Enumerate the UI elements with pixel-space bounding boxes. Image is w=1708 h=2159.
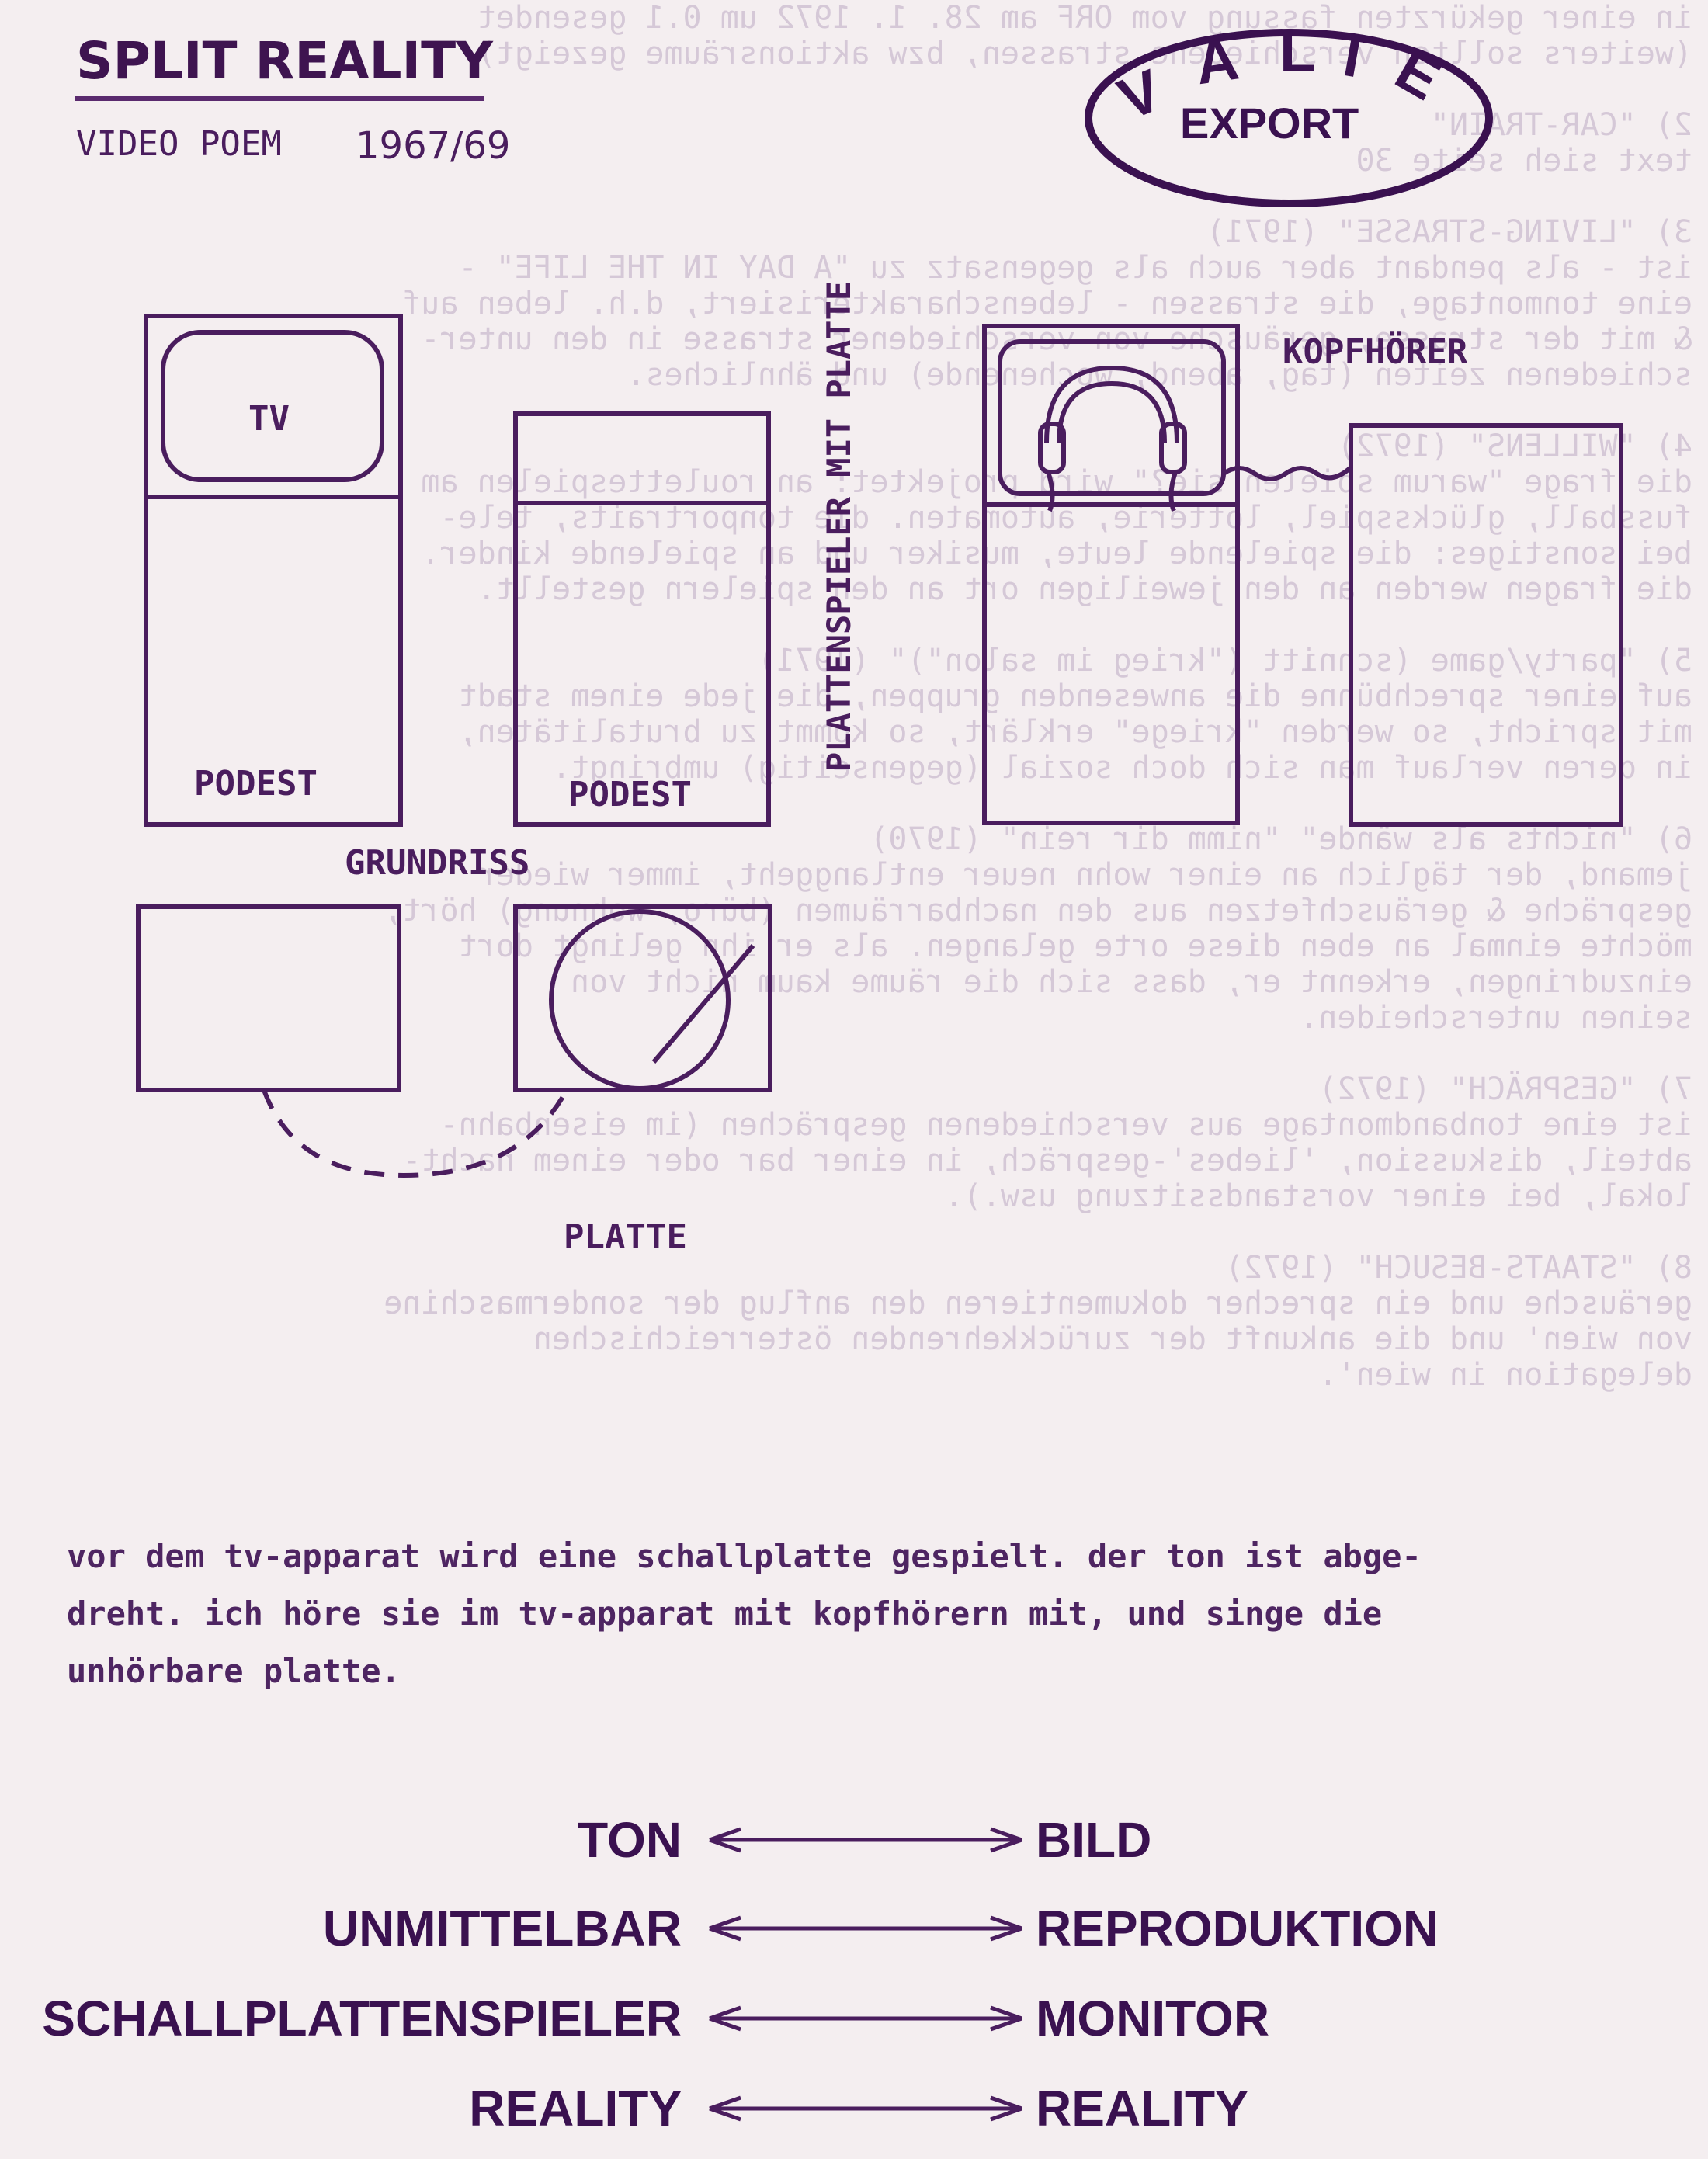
floorplan-middle-rect bbox=[513, 904, 772, 1092]
pair-row: REALITY REALITY bbox=[0, 2077, 1708, 2140]
pair-row: SCHALLPLATTENSPIELER MONITOR bbox=[0, 1987, 1708, 2050]
description-line: unhörbare platte. bbox=[67, 1652, 401, 1690]
title-underline bbox=[75, 96, 484, 101]
concept-pairs: TON BILD UNMITTELBAR REPRODUKTION SCHALL… bbox=[0, 1809, 1708, 2150]
logo-letter-l: L bbox=[1279, 19, 1315, 85]
tv-screen bbox=[161, 330, 384, 482]
subtitle-label: VIDEO POEM bbox=[76, 124, 282, 164]
subtitle: VIDEO POEM 1967/69 bbox=[76, 124, 510, 168]
podest-middle-label: PODEST bbox=[568, 775, 692, 814]
floorplan-label: GRUNDRISS bbox=[345, 843, 530, 883]
monitor-tower-outline bbox=[982, 324, 1240, 825]
pair-row: TON BILD bbox=[0, 1809, 1708, 1871]
installation-diagram bbox=[136, 314, 1623, 1178]
logo-letter-a: A bbox=[1191, 26, 1242, 98]
double-arrow-icon bbox=[709, 1915, 1022, 1942]
headphones-label: KOPFHÖRER bbox=[1283, 332, 1468, 372]
right-box-outline bbox=[1349, 423, 1623, 827]
subtitle-year: 1967/69 bbox=[356, 124, 511, 168]
valie-export-logo: V A L I E EXPORT bbox=[1085, 19, 1493, 207]
pair-left: UNMITTELBAR bbox=[322, 1900, 682, 1956]
logo-export-text: EXPORT bbox=[1180, 99, 1359, 148]
description-line: vor dem tv-apparat wird eine schallplatt… bbox=[67, 1537, 1422, 1575]
pair-row: UNMITTELBAR REPRODUKTION bbox=[0, 1897, 1708, 1959]
middle-podest-outline bbox=[513, 411, 771, 827]
podest-left-label: PODEST bbox=[194, 764, 318, 804]
pair-left: TON bbox=[578, 1812, 682, 1868]
tv-label: TV bbox=[248, 399, 290, 439]
pair-right: REALITY bbox=[1036, 2081, 1248, 2136]
pair-right: MONITOR bbox=[1036, 1991, 1270, 2046]
double-arrow-icon bbox=[709, 2095, 1022, 2122]
floorplan-cable bbox=[262, 1088, 569, 1178]
floorplan-tonearm bbox=[651, 944, 755, 1064]
record-label: PLATTE bbox=[564, 1217, 687, 1257]
monitor-screen bbox=[998, 339, 1226, 496]
pair-left: SCHALLPLATTENSPIELER bbox=[42, 1991, 682, 2046]
headphone-cord bbox=[1222, 465, 1353, 481]
tv-tower-outline bbox=[144, 314, 403, 827]
pair-left: REALITY bbox=[469, 2081, 682, 2136]
floorplan-record bbox=[549, 909, 731, 1091]
description-line: dreht. ich höre sie im tv-apparat mit ko… bbox=[67, 1595, 1383, 1633]
page-title: SPLIT REALITY bbox=[76, 31, 493, 91]
floorplan-left-rect bbox=[136, 904, 401, 1092]
double-arrow-icon bbox=[709, 1827, 1022, 1853]
double-arrow-icon bbox=[709, 2005, 1022, 2032]
headphones-icon bbox=[1038, 365, 1187, 512]
pair-right: BILD bbox=[1036, 1812, 1152, 1868]
description-text: vor dem tv-apparat wird eine schallplatt… bbox=[67, 1528, 1682, 1700]
vertical-turntable-label: PLATTENSPIELER MIT PLATTE bbox=[820, 280, 858, 772]
logo-letter-v: V bbox=[1109, 57, 1171, 134]
pair-right: REPRODUKTION bbox=[1036, 1900, 1439, 1956]
